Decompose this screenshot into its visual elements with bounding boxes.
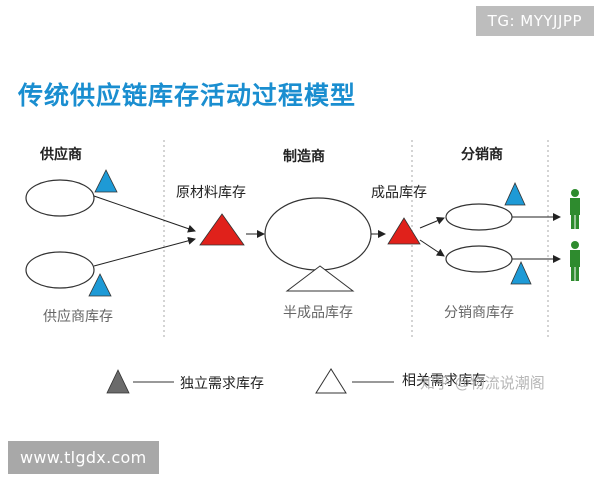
section-supplier: 供应商 — [40, 147, 82, 163]
customer-person-icon-1 — [570, 189, 580, 229]
supplier-inventory-triangle-1 — [94, 169, 118, 193]
legend-independent-label: 独立需求库存 — [180, 376, 264, 392]
semi-finished-inventory-triangle — [285, 265, 355, 292]
watermark-bottom: www.tlgdx.com — [8, 441, 159, 474]
manufacturer-node — [264, 197, 372, 271]
arrow-finished-distributor2 — [419, 239, 445, 257]
distributor-node-2 — [445, 245, 513, 273]
legend-independent-triangle — [106, 369, 130, 394]
legend-dependent-triangle — [315, 368, 347, 394]
watermark-top: TG: MYYJJPP — [475, 6, 594, 36]
label-finished-goods-inventory: 成品库存 — [371, 185, 427, 201]
label-raw-material-inventory: 原材料库存 — [176, 185, 246, 201]
distributor-node-1 — [445, 203, 513, 231]
arrow-supplier2-raw — [93, 236, 196, 267]
raw-material-inventory-triangle — [199, 213, 245, 246]
arrow-finished-distributor1 — [419, 217, 445, 229]
distributor-inventory-triangle-1 — [504, 182, 526, 206]
customer-person-icon-2 — [570, 241, 580, 281]
label-supplier-inventory: 供应商库存 — [43, 309, 113, 325]
distributor-inventory-triangle-2 — [510, 261, 532, 285]
legend-dependent-label: 相关需求库存 — [402, 373, 486, 389]
page-title: 传统供应链库存活动过程模型 — [18, 81, 357, 110]
supplier-node-1 — [25, 179, 95, 217]
finished-goods-inventory-triangle — [387, 217, 421, 245]
source-watermark: 知乎 @物流说潮阁 — [420, 374, 545, 392]
supplier-node-2 — [25, 251, 95, 289]
arrow-supplier1-raw — [93, 195, 196, 233]
supplier-inventory-triangle-2 — [88, 273, 112, 297]
section-distributor: 分销商 — [461, 147, 503, 163]
section-manufacturer: 制造商 — [283, 149, 325, 165]
label-distributor-inventory: 分销商库存 — [444, 305, 514, 321]
label-semi-finished-inventory: 半成品库存 — [283, 305, 353, 321]
